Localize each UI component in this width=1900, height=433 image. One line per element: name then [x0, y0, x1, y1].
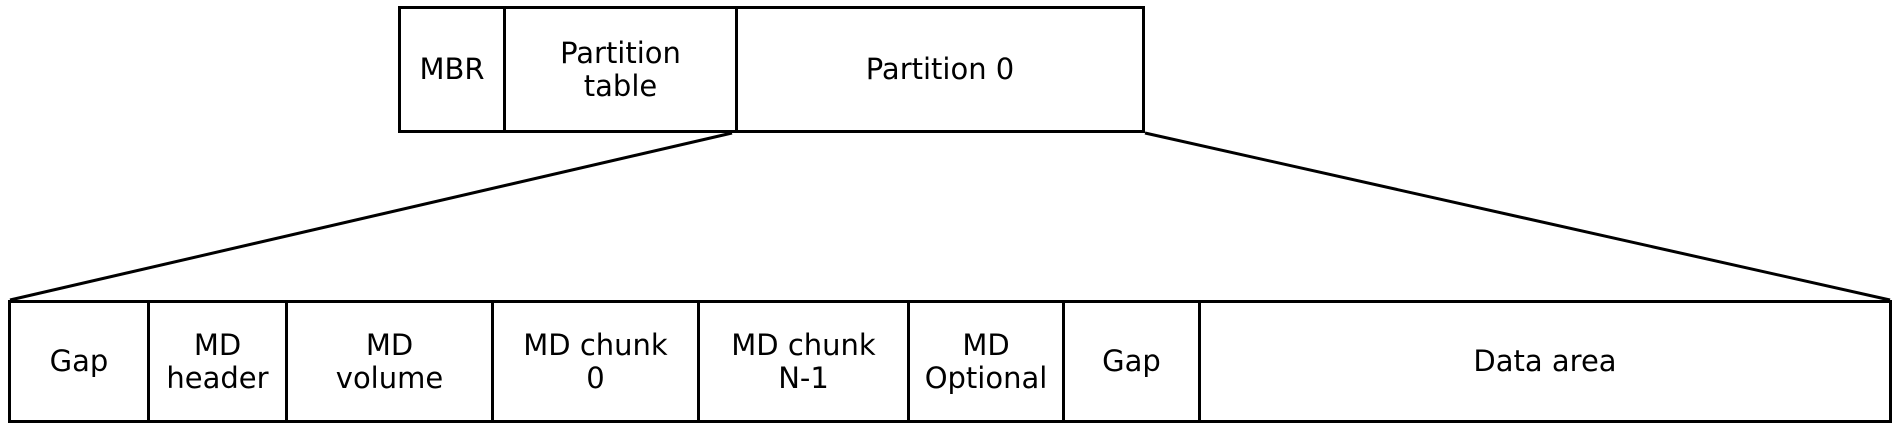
partition-layout-row: Gap MD header MD volume MD chunk 0 MD ch…: [8, 300, 1892, 423]
partition-segment-md-optional-label: MD Optional: [924, 328, 1048, 395]
partition-segment-md-header-label: MD header: [166, 328, 269, 395]
partition-segment-data-area-label: Data area: [1473, 344, 1617, 379]
partition-segment-gap-leading: Gap: [11, 303, 147, 420]
disk-segment-partition-0-label: Partition 0: [865, 52, 1015, 87]
expansion-line-left: [9, 131, 733, 302]
disk-segment-partition-table: Partition table: [503, 9, 735, 130]
disk-layout-row: MBR Partition table Partition 0: [398, 6, 1145, 133]
disk-segment-partition-0: Partition 0: [735, 9, 1142, 130]
partition-segment-md-volume: MD volume: [285, 303, 491, 420]
disk-segment-mbr: MBR: [401, 9, 503, 130]
partition-segment-md-chunk-0: MD chunk 0: [491, 303, 697, 420]
partition-segment-gap-trailing-label: Gap: [1102, 344, 1161, 379]
expansion-line-right: [1144, 131, 1891, 302]
partition-segment-gap-trailing: Gap: [1062, 303, 1198, 420]
partition-segment-md-header: MD header: [147, 303, 285, 420]
partition-segment-md-chunk-n-1-label: MD chunk N-1: [731, 328, 876, 395]
disk-segment-partition-table-label: Partition table: [560, 36, 681, 103]
disk-segment-mbr-label: MBR: [419, 52, 485, 87]
partition-segment-md-chunk-0-label: MD chunk 0: [523, 328, 668, 395]
partition-segment-data-area: Data area: [1198, 303, 1889, 420]
partition-segment-md-volume-label: MD volume: [335, 328, 444, 395]
partition-segment-gap-leading-label: Gap: [49, 344, 109, 379]
partition-segment-md-chunk-n-1: MD chunk N-1: [697, 303, 907, 420]
partition-segment-md-optional: MD Optional: [907, 303, 1062, 420]
